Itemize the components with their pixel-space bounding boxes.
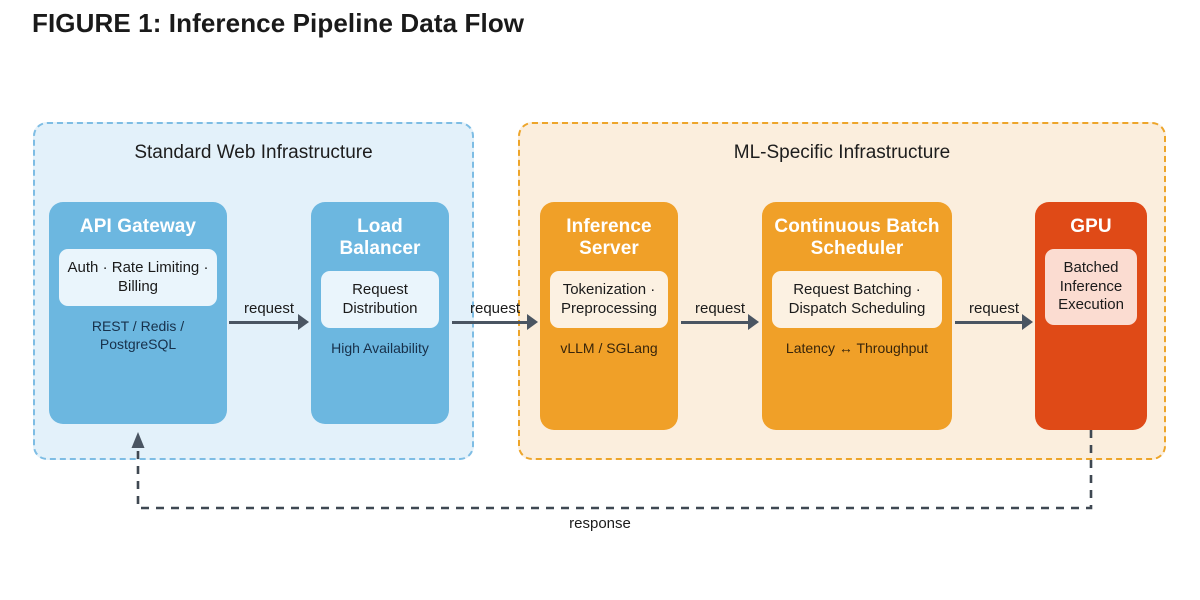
edge-label-request-4: request — [968, 300, 1020, 317]
node-title-inference-server: Inference Server — [566, 216, 652, 260]
node-footer-load-balancer: High Availability — [331, 340, 429, 357]
arrow-head-icon — [748, 314, 759, 330]
node-detail-inference-server: Tokenization · Preprocessing — [550, 271, 668, 329]
node-detail-batch-scheduler: Request Batching · Dispatch Scheduling — [772, 271, 942, 329]
edge-line-1 — [229, 321, 300, 324]
edge-request-scheduler-to-gpu: request — [955, 300, 1033, 336]
edge-request-gateway-to-balancer: request — [229, 300, 309, 336]
node-batch-scheduler[interactable]: Continuous Batch Scheduler Request Batch… — [762, 202, 952, 430]
edge-label-request-1: request — [243, 300, 295, 317]
arrow-head-icon — [298, 314, 309, 330]
arrow-head-icon — [527, 314, 538, 330]
node-title-gpu: GPU — [1070, 216, 1112, 237]
page-title: FIGURE 1: Inference Pipeline Data Flow — [32, 8, 525, 38]
node-footer-api-gateway: REST / Redis / PostgreSQL — [91, 318, 185, 352]
node-title-load-balancer: Load Balancer — [339, 216, 421, 260]
node-api-gateway[interactable]: API Gateway Auth · Rate Limiting · Billi… — [49, 202, 227, 424]
edge-request-inference-to-scheduler: request — [681, 300, 759, 336]
edge-request-balancer-to-inference: request — [452, 300, 538, 336]
node-title-api-gateway: API Gateway — [79, 216, 197, 237]
edge-label-request-3: request — [694, 300, 746, 317]
node-footer-batch-scheduler: Latency ↔ Throughput — [785, 340, 929, 357]
edge-line-4 — [955, 321, 1024, 324]
node-detail-gpu: Batched Inference Execution — [1045, 249, 1137, 325]
edge-label-request-2: request — [469, 300, 521, 317]
group-title-standard-web: Standard Web Infrastructure — [134, 142, 373, 163]
group-title-ml-specific: ML-Specific Infrastructure — [733, 142, 951, 163]
node-inference-server[interactable]: Inference Server Tokenization · Preproce… — [540, 202, 678, 430]
node-load-balancer[interactable]: Load Balancer Request Distribution High … — [311, 202, 449, 424]
node-detail-load-balancer: Request Distribution — [321, 271, 439, 329]
edge-label-response: response — [569, 515, 631, 532]
node-title-batch-scheduler: Continuous Batch Scheduler — [774, 216, 940, 260]
edge-line-2 — [452, 321, 529, 324]
node-footer-inference-server: vLLM / SGLang — [560, 340, 658, 357]
arrow-head-icon — [1022, 314, 1033, 330]
node-gpu[interactable]: GPU Batched Inference Execution — [1035, 202, 1147, 430]
node-detail-api-gateway: Auth · Rate Limiting · Billing — [59, 249, 217, 307]
edge-line-3 — [681, 321, 750, 324]
